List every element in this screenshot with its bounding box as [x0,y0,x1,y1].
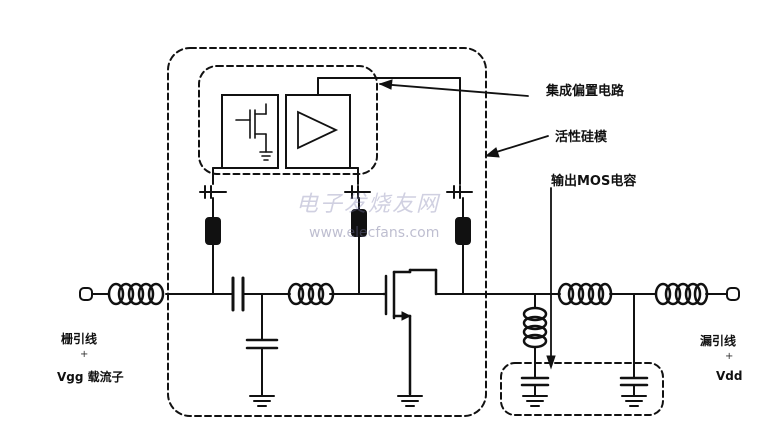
pointer-die [489,135,549,155]
shunt-capacitor-icon [245,338,279,350]
output-mos-cap-outline [500,362,664,416]
output-match-inductor-icon [557,282,613,306]
ground-icon-out2 [621,395,647,407]
ground-icon-out1 [522,395,548,407]
label-plus-right: + [725,351,734,362]
active-die-outline [167,47,487,417]
label-vdd: Vdd [716,369,743,383]
gate-inductor-icon [107,282,165,306]
feed-capacitor-right [446,185,473,199]
mosfet-arrow-icon [401,311,412,321]
series-capacitor-icon [231,276,245,312]
bias-transistor-block [221,94,279,169]
drain-terminal-icon [726,287,740,301]
main-mosfet-icon [382,268,438,396]
label-active-die: 活性硅模 [555,130,608,145]
drain-inductor-icon [654,282,709,306]
pointer-bias [379,83,529,97]
label-output-mos-cap: 输出MOS电容 [551,174,637,189]
feed-capacitor-mid [344,185,371,199]
feed-capacitor-left [199,185,227,199]
bias-resistor-right [455,217,471,245]
output-mos-capacitor-1 [520,376,550,387]
output-mos-capacitor-2 [619,376,649,387]
label-plus-left: + [80,349,89,360]
bias-circuit-outline [198,65,378,175]
label-gate-lead: 栅引线 [61,332,98,346]
ground-icon-mosfet [397,395,423,407]
bias-amplifier-block [285,94,351,169]
watermark-cn: 电子发烧友网 [296,192,441,217]
bias-resistor-left [205,217,221,245]
input-match-inductor-icon [287,282,335,306]
label-vgg: Vgg 载流子 [57,370,124,384]
watermark-url: www.elecfans.com [309,225,440,241]
bias-mosfet-icon [235,103,273,161]
label-drain-lead: 漏引线 [700,334,737,348]
amplifier-triangle-icon [297,110,339,150]
shunt-inductor-icon [522,306,548,349]
label-bias-circuit: 集成偏置电路 [546,84,625,99]
ground-icon [249,395,275,407]
gate-terminal-icon [79,287,93,301]
